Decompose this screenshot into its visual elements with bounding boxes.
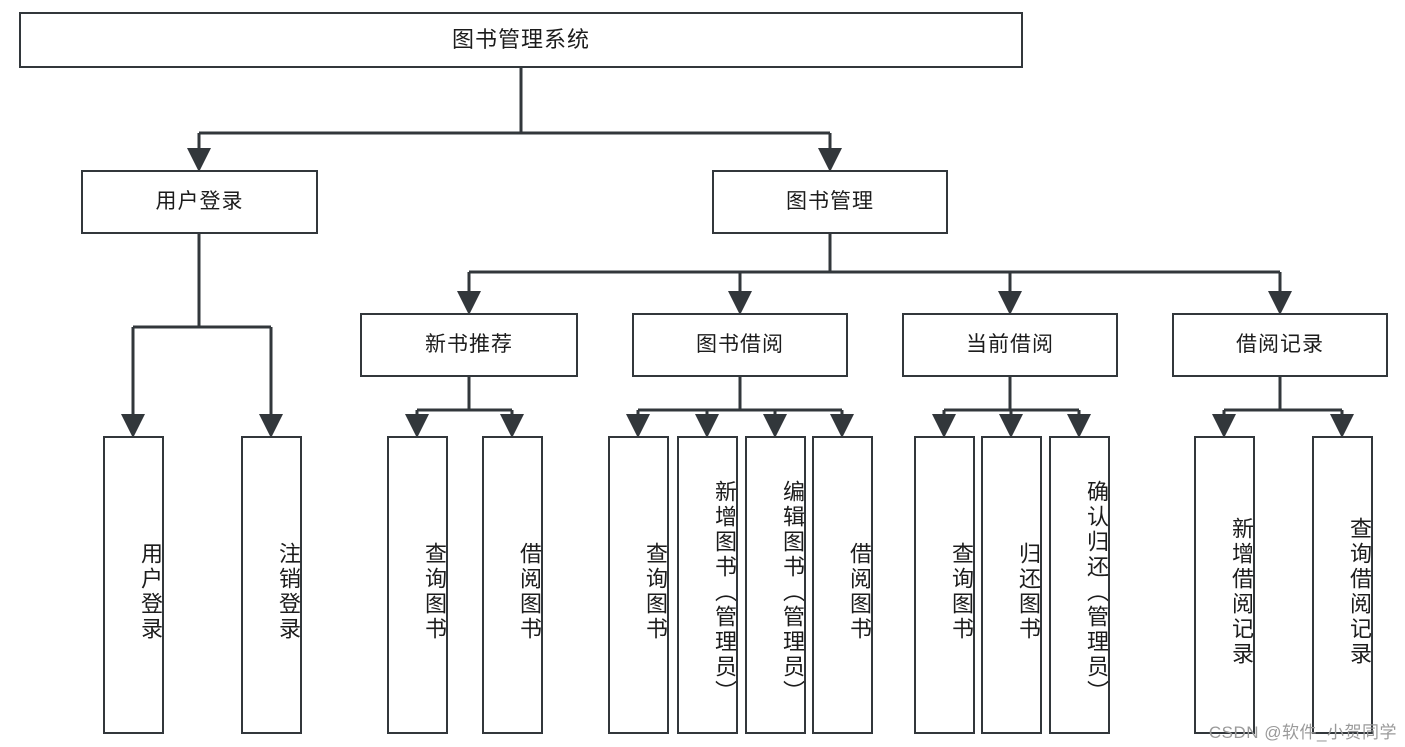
node-borrow-record[interactable]: 借阅记录	[1172, 313, 1388, 377]
leaf-query-book-2-label: 查询图书	[643, 542, 668, 642]
leaf-query-record[interactable]: 查询借阅记录	[1312, 436, 1373, 734]
node-book-borrow[interactable]: 图书借阅	[632, 313, 848, 377]
leaf-user-login[interactable]: 用户登录	[103, 436, 164, 734]
leaf-return-book-label: 归还图书	[1016, 542, 1041, 642]
leaf-borrow-book-2[interactable]: 借阅图书	[812, 436, 873, 734]
leaf-logout-label: 注销登录	[276, 542, 301, 642]
leaf-return-book[interactable]: 归还图书	[981, 436, 1042, 734]
node-current-borrow[interactable]: 当前借阅	[902, 313, 1118, 377]
node-user-login[interactable]: 用户登录	[81, 170, 318, 234]
node-book-management-label: 图书管理	[786, 190, 874, 214]
node-root[interactable]: 图书管理系统	[19, 12, 1023, 68]
leaf-query-book-2[interactable]: 查询图书	[608, 436, 669, 734]
leaf-add-book-label: 新增图书（管理员）	[712, 479, 737, 705]
leaf-logout[interactable]: 注销登录	[241, 436, 302, 734]
leaf-edit-book[interactable]: 编辑图书（管理员）	[745, 436, 806, 734]
node-user-login-label: 用户登录	[155, 190, 244, 214]
leaf-confirm-return[interactable]: 确认归还（管理员）	[1049, 436, 1110, 734]
leaf-query-book-1-label: 查询图书	[422, 542, 447, 642]
leaf-add-record-label: 新增借阅记录	[1229, 517, 1254, 667]
leaf-query-book-3-label: 查询图书	[949, 542, 974, 642]
leaf-add-book[interactable]: 新增图书（管理员）	[677, 436, 738, 734]
node-book-borrow-label: 图书借阅	[696, 333, 784, 357]
leaf-edit-book-label: 编辑图书（管理员）	[780, 479, 805, 705]
leaf-borrow-book-2-label: 借阅图书	[847, 542, 872, 642]
leaf-query-book-1[interactable]: 查询图书	[387, 436, 448, 734]
leaf-query-book-3[interactable]: 查询图书	[914, 436, 975, 734]
node-root-label: 图书管理系统	[451, 26, 590, 52]
node-new-book-recommend[interactable]: 新书推荐	[360, 313, 578, 377]
leaf-add-record[interactable]: 新增借阅记录	[1194, 436, 1255, 734]
node-current-borrow-label: 当前借阅	[966, 333, 1054, 357]
node-borrow-record-label: 借阅记录	[1236, 333, 1324, 357]
leaf-query-record-label: 查询借阅记录	[1347, 517, 1372, 667]
watermark: CSDN @软件_小贺同学	[1208, 723, 1397, 742]
leaf-borrow-book-1[interactable]: 借阅图书	[482, 436, 543, 734]
node-new-book-recommend-label: 新书推荐	[425, 333, 513, 357]
node-book-management[interactable]: 图书管理	[712, 170, 948, 234]
leaf-user-login-label: 用户登录	[138, 542, 163, 642]
leaf-borrow-book-1-label: 借阅图书	[517, 542, 542, 642]
leaf-confirm-return-label: 确认归还（管理员）	[1084, 479, 1109, 705]
